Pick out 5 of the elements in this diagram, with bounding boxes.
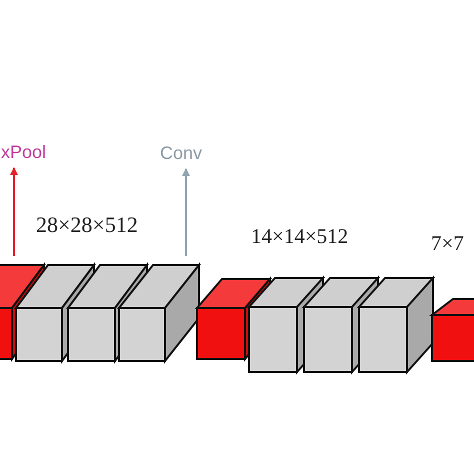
layer-label: Conv <box>160 142 204 165</box>
dimension-label: 7×7 <box>431 233 464 254</box>
layer-label: xPool <box>1 141 48 164</box>
dimension-label: 28×28×512 <box>36 214 138 236</box>
dimension-label: 14×14×512 <box>251 226 348 247</box>
